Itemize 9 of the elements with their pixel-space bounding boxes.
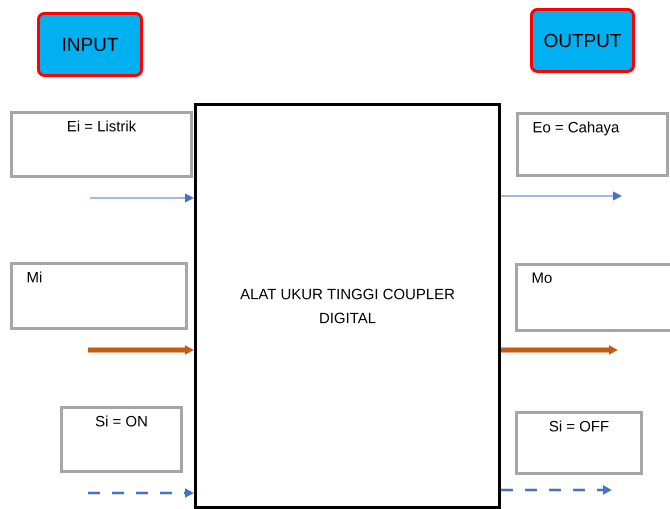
label-box: Si = OFF <box>515 411 643 475</box>
label-box: Mi <box>10 262 188 330</box>
label-box: Si = ON <box>60 406 183 473</box>
label-box: Mo <box>515 263 670 332</box>
title-tag: OUTPUT <box>530 8 635 73</box>
title-tag: INPUT <box>37 12 143 77</box>
device-box: ALAT UKUR TINGGI COUPLER DIGITAL <box>194 103 501 509</box>
label-box: Eo = Cahaya <box>516 112 669 177</box>
label-box: Ei = Listrik <box>10 111 193 178</box>
